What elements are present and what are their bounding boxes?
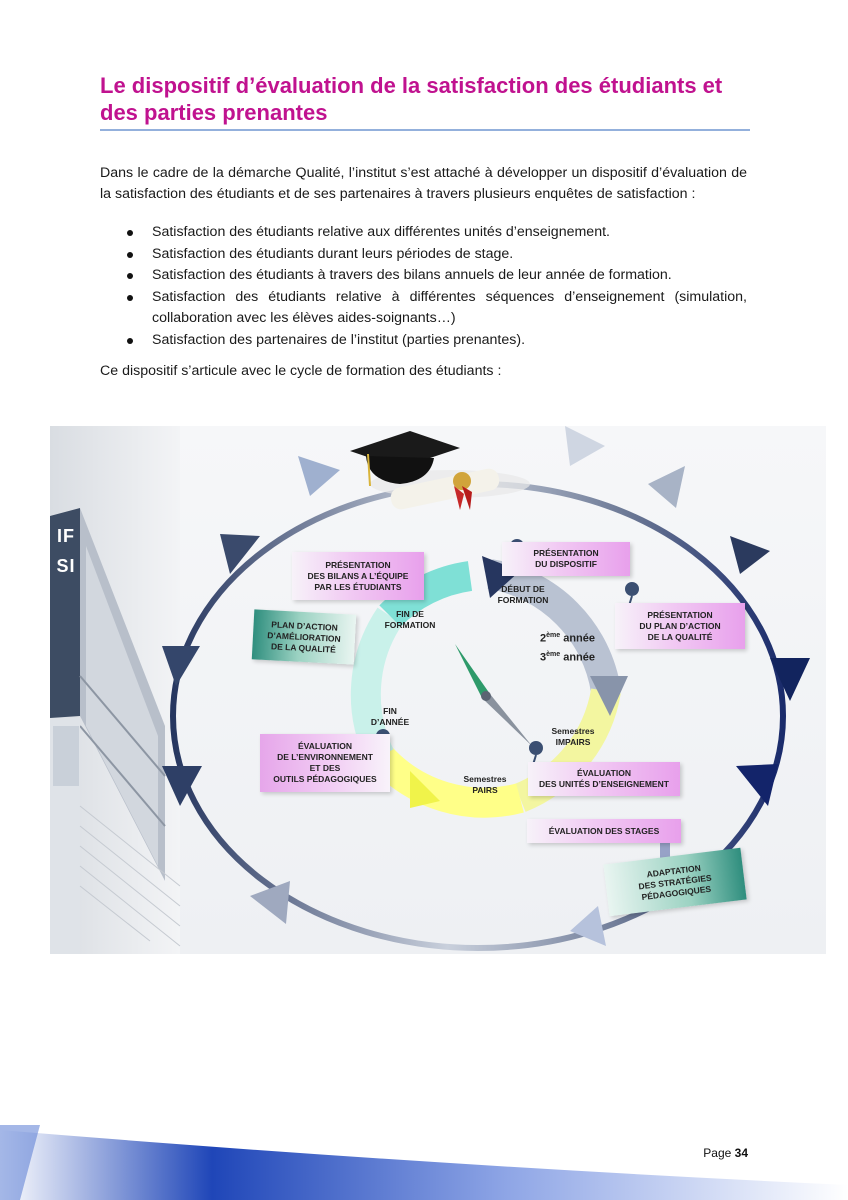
compass-needle	[455, 644, 532, 746]
label-annees: 2ème année 3ème année	[540, 632, 595, 664]
label-fin-formation: FIN DE FORMATION	[384, 609, 436, 630]
list-item: Satisfaction des partenaires de l’instit…	[100, 330, 747, 352]
building-sign: IFSI	[56, 526, 76, 576]
card-presentation-bilans: PRÉSENTATION DES BILANS A L’ÉQUIPE PAR L…	[292, 552, 424, 600]
building-illustration	[50, 426, 181, 954]
card-evaluation-stages: ÉVALUATION DES STAGES	[527, 819, 681, 843]
list-item: Satisfaction des étudiants durant leurs …	[100, 244, 747, 266]
card-plan-action-amelioration: PLAN D’ACTION D’AMÉLIORATION DE LA QUALI…	[251, 609, 357, 665]
label-semestres-impairs: Semestres IMPAIRS	[551, 726, 595, 747]
list-item: Satisfaction des étudiants à travers des…	[100, 265, 747, 287]
label-fin-annee: FIN D’ANNÉE	[370, 706, 410, 727]
card-presentation-plan-action: PRÉSENTATION DU PLAN D’ACTION DE LA QUAL…	[615, 603, 745, 649]
inner-cycle-ring	[350, 556, 628, 818]
list-item: Satisfaction des étudiants relative aux …	[100, 222, 747, 244]
label-debut-formation: DÉBUT DE FORMATION	[497, 584, 549, 605]
diagram-graphics	[50, 426, 810, 954]
list-item: Satisfaction des étudiants relative à di…	[100, 287, 747, 330]
bullet-list: Satisfaction des étudiants relative aux …	[100, 222, 747, 351]
label-semestres-pairs: Semestres PAIRS	[463, 774, 507, 795]
title-divider	[100, 129, 750, 131]
card-presentation-dispositif: PRÉSENTATION DU DISPOSITIF	[502, 542, 630, 576]
footer-wave	[0, 1125, 848, 1200]
page-title: Le dispositif d’évaluation de la satisfa…	[100, 73, 723, 125]
outro-paragraph: Ce dispositif s’articule avec le cycle d…	[100, 363, 502, 379]
intro-paragraph: Dans le cadre de la démarche Qualité, l’…	[100, 165, 747, 202]
card-evaluation-ue: ÉVALUATION DES UNITÉS D’ENSEIGNEMENT	[528, 762, 680, 796]
card-evaluation-environnement: ÉVALUATION DE L’ENVIRONNEMENT ET DES OUT…	[260, 734, 390, 792]
graduation-cap-icon	[350, 431, 530, 510]
connector	[660, 828, 670, 872]
page-number: Page 34	[703, 1146, 748, 1160]
training-cycle-diagram: IFSI PRÉSENTATION DES BILANS A L’ÉQUIPE …	[50, 426, 826, 954]
